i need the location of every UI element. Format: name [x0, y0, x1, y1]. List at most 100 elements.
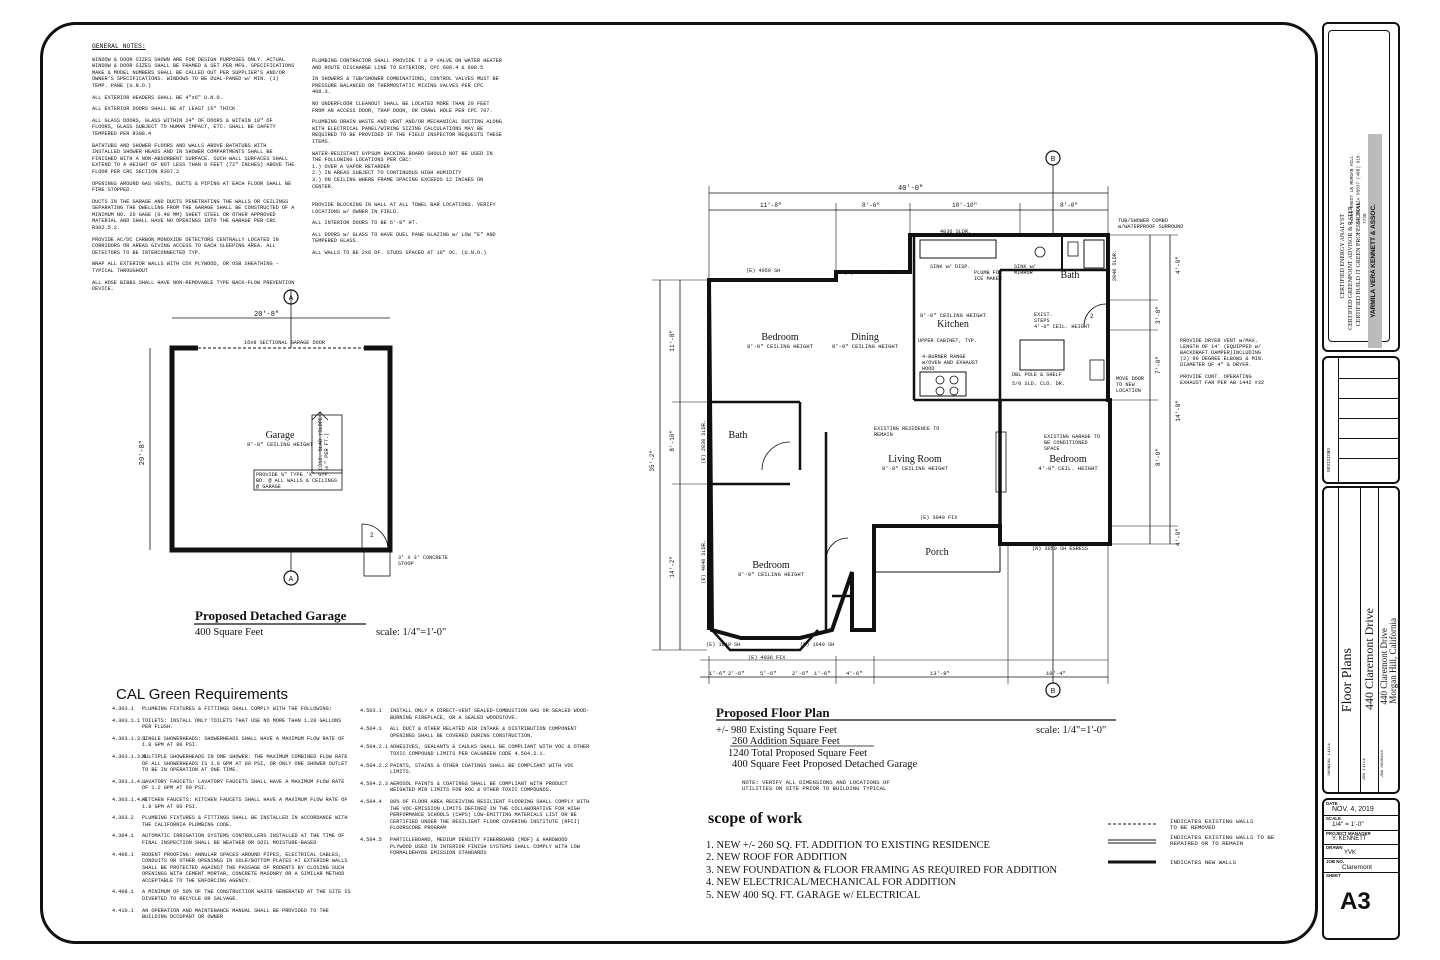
note: BATHTUBS AND SHOWER FLOORS AND WALLS ABO…	[92, 142, 295, 175]
left-dim-1: 11'-8"	[669, 330, 676, 352]
drawing-title: Floor Plans	[1340, 648, 1355, 713]
cal-code: 4.410.1	[112, 907, 134, 914]
cal-code: 4.303.1.4.4	[112, 796, 147, 803]
label-upper-cab: UPPER CABINET, TYP.	[918, 338, 978, 344]
label-exhaust: PROVIDE CONT. OPERATING EXHAUST FAN PER …	[1180, 374, 1265, 386]
label-dryer: PROVIDE DRYER VENT w/MAX. LENGTH OF 14' …	[1180, 338, 1265, 368]
cal-code: 4.303.2	[112, 815, 134, 822]
note: ALL INTERIOR DOORS TO BE 6'-8" HT.	[312, 220, 418, 227]
floor-plan-area-1: +/- 980 Existing Square Feet	[716, 725, 837, 736]
room-name: Bath	[1060, 270, 1080, 281]
title-block-company: 14205 CREST LN MORGAN HILL CALIFORNIA 95…	[1322, 22, 1400, 352]
cal-text: LAVATORY FAUCETS: LAVATORY FAUCETS SHALL…	[142, 778, 345, 792]
title-block-sheet-info: DATE NOV. 4, 2019 SCALE 1/4" = 1'-0" PRO…	[1322, 798, 1400, 940]
room-bedroom-2: Bedroom 8'-0" CEILING HEIGHT	[726, 560, 816, 578]
label-tub: TUB/SHOWER COMBO w/WATERPROOF SURROUND	[1118, 218, 1184, 230]
room-ceiling: 8'-0" CEILING HEIGHT	[919, 312, 986, 319]
cal-text: TOILETS: INSTALL ONLY TOILETS THAT USE N…	[142, 717, 342, 731]
floor-plan-scale: scale: 1/4"=1'-0"	[1036, 725, 1107, 736]
note: WRAP ALL EXTERIOR WALLS WITH CDX PLYWOOD…	[92, 261, 279, 275]
section-marker-b-bottom: B	[1051, 688, 1056, 695]
label-win-bay: (E) 4036 FIX	[748, 655, 786, 661]
legend-removed: INDICATES EXISTING WALLS TO BE REMOVED	[1170, 818, 1254, 831]
top-dim-3: 10'-10"	[952, 202, 978, 209]
right-dim-3: 7'-0"	[1155, 356, 1162, 375]
label-exist-steps: EXIST. STEPS	[1034, 312, 1053, 324]
left-dim-3: 14'-2"	[669, 556, 676, 578]
bottom-dim-2: 2'-6"	[728, 670, 745, 677]
top-dim-1: 11'-8"	[760, 202, 782, 209]
top-dim-4: 8'-0"	[1060, 202, 1079, 209]
cal-text: AUTOMATIC IRRIGATION SYSTEMS CONTROLLERS…	[142, 833, 345, 846]
pm-value: Y. KENNETT	[1332, 836, 1367, 842]
label-win-porch: (E) 3040 FIX	[920, 515, 958, 521]
right-dim-4: 14'-8"	[1175, 400, 1182, 422]
right-dim-5: 8'-0"	[1155, 448, 1162, 467]
room-bedroom-1: Bedroom 8'-0" CEILING HEIGHT	[730, 332, 830, 350]
cal-text: MULTIPLE SHOWERHEADS IN ONE SHOWER: THE …	[142, 753, 348, 774]
scale-value: 1/4" = 1'-0"	[1332, 821, 1364, 828]
room-name: Kitchen	[937, 319, 969, 330]
cal-code: 4.303.1	[112, 706, 134, 712]
general-notes-col2: PLUMBING CONTRACTOR SHALL PROVIDE T & P …	[312, 58, 502, 262]
note: ALL GLASS DOORS, GLASS WITHIN 24" OF DOO…	[92, 117, 276, 137]
cal-text: PLUMBING FIXTURES & FITTINGS SHALL COMPL…	[142, 706, 332, 712]
sheet-label: SHEET	[1326, 873, 1341, 878]
note: 1.) OVER A VAPOR RETARDER	[312, 163, 390, 170]
cal-code: 4.504.1	[360, 726, 382, 733]
cal-code: 4.504.5	[360, 836, 382, 843]
cal-text: 80% OF FLOOR AREA RECEIVING RESILIENT FL…	[390, 798, 590, 832]
floor-plan-title: Proposed Floor Plan	[716, 705, 830, 720]
room-bath-1: Bath	[1050, 270, 1090, 281]
room-name: Living Room	[888, 454, 942, 465]
cal-code: 4.303.1.1	[112, 717, 141, 724]
note: ALL DOORS w/ GLASS TO HAVE DUEL PANE GLA…	[312, 231, 496, 245]
cal-row: 4.303.2 PLUMBING FIXTURES & FITTINGS SHAL…	[112, 815, 352, 828]
cal-code: 4.303.1.3.1	[112, 735, 147, 742]
garage-door-tag: 2	[370, 532, 374, 539]
job-no-value: Claremont	[1342, 864, 1372, 871]
job-no-label: JOB NO.	[1326, 859, 1345, 864]
note: NO UNDERFLOOR CLEANOUT SHALL BE LOCATED …	[312, 100, 493, 114]
date-label: DATE	[1326, 801, 1338, 806]
label-range: 4-BURNER RANGE w/OVEN AND EXHAUST HOOD	[922, 354, 979, 372]
job-title-label: JOB TITLE	[1363, 758, 1367, 781]
section-marker-a-bottom: A	[289, 576, 294, 583]
cal-text: PLUMBING FIXTURES & FITTINGS SHALL BE IN…	[142, 815, 348, 828]
bottom-dim-5: 1'-6"	[814, 670, 831, 677]
job-title: 440 Claremont Drive	[1362, 608, 1376, 710]
garage-stoop: 3' X 3' CONCRETE STOOP	[398, 555, 448, 567]
bottom-dim-7: 13'-8"	[930, 670, 950, 677]
garage-door-label: 16x8 SECTIONAL GARAGE DOOR	[244, 340, 325, 346]
cal-text: PARTICLEBOARD, MEDIUM DENSITY FIBERBOARD…	[390, 836, 580, 857]
overall-dim: 40'-0"	[898, 185, 924, 193]
room-name: Bath	[728, 430, 748, 441]
garage-title: Proposed Detached Garage	[195, 608, 347, 623]
label-door-tag: 2	[1090, 313, 1094, 320]
room-ceiling: 8'-0" CEILING HEIGHT	[881, 465, 948, 472]
note: PLUMBING CONTRACTOR SHALL PROVIDE T & P …	[312, 58, 502, 71]
cal-text: ALL DUCT & OTHER RELATED AIR INTAKE & DI…	[390, 726, 577, 739]
label-win-bay-l: (E) 1640 SH	[706, 642, 741, 648]
garage-slab-note: CONC. SLAB (SLOPE ⅛" PER FT.)	[318, 417, 330, 470]
drawing-title-label: DRAWING TITLE	[1328, 743, 1332, 776]
room-porch: Porch	[910, 547, 964, 558]
room-bedroom-3: Bedroom 4'-0" CEIL. HEIGHT	[1028, 454, 1108, 472]
label-ceil-4: 4'-0" CEIL. HEIGHT	[1034, 324, 1091, 330]
bottom-dim-6: 4'-6"	[846, 670, 863, 677]
job-address-2: Morgan Hill, California	[1388, 618, 1398, 704]
scope-list: 1. NEW +/- 260 SQ. FT. ADDITION TO EXIST…	[706, 840, 1106, 902]
bottom-dim-8: 10'-4"	[1046, 670, 1066, 677]
note: PROVIDE BLOCKING IN WALL AT ALL TOWEL BA…	[312, 202, 496, 215]
cal-row: 4.504.1 ALL DUCT & OTHER RELATED AIR INTA…	[360, 726, 590, 739]
company-name: YARMILA VERA KENNETT & ASSOC.	[1370, 204, 1377, 318]
garage-ceiling: 8'-0" CEILING HEIGHT	[246, 441, 313, 448]
label-existing-garage: EXISTING GARAGE TO BE CONDITIONED SPACE	[1044, 434, 1101, 452]
floor-plan-area-3: 1240 Total Proposed Square Feet	[728, 748, 868, 759]
note: OPENINGS AROUND GAS VENTS, DUCTS & PIPIN…	[92, 180, 292, 194]
